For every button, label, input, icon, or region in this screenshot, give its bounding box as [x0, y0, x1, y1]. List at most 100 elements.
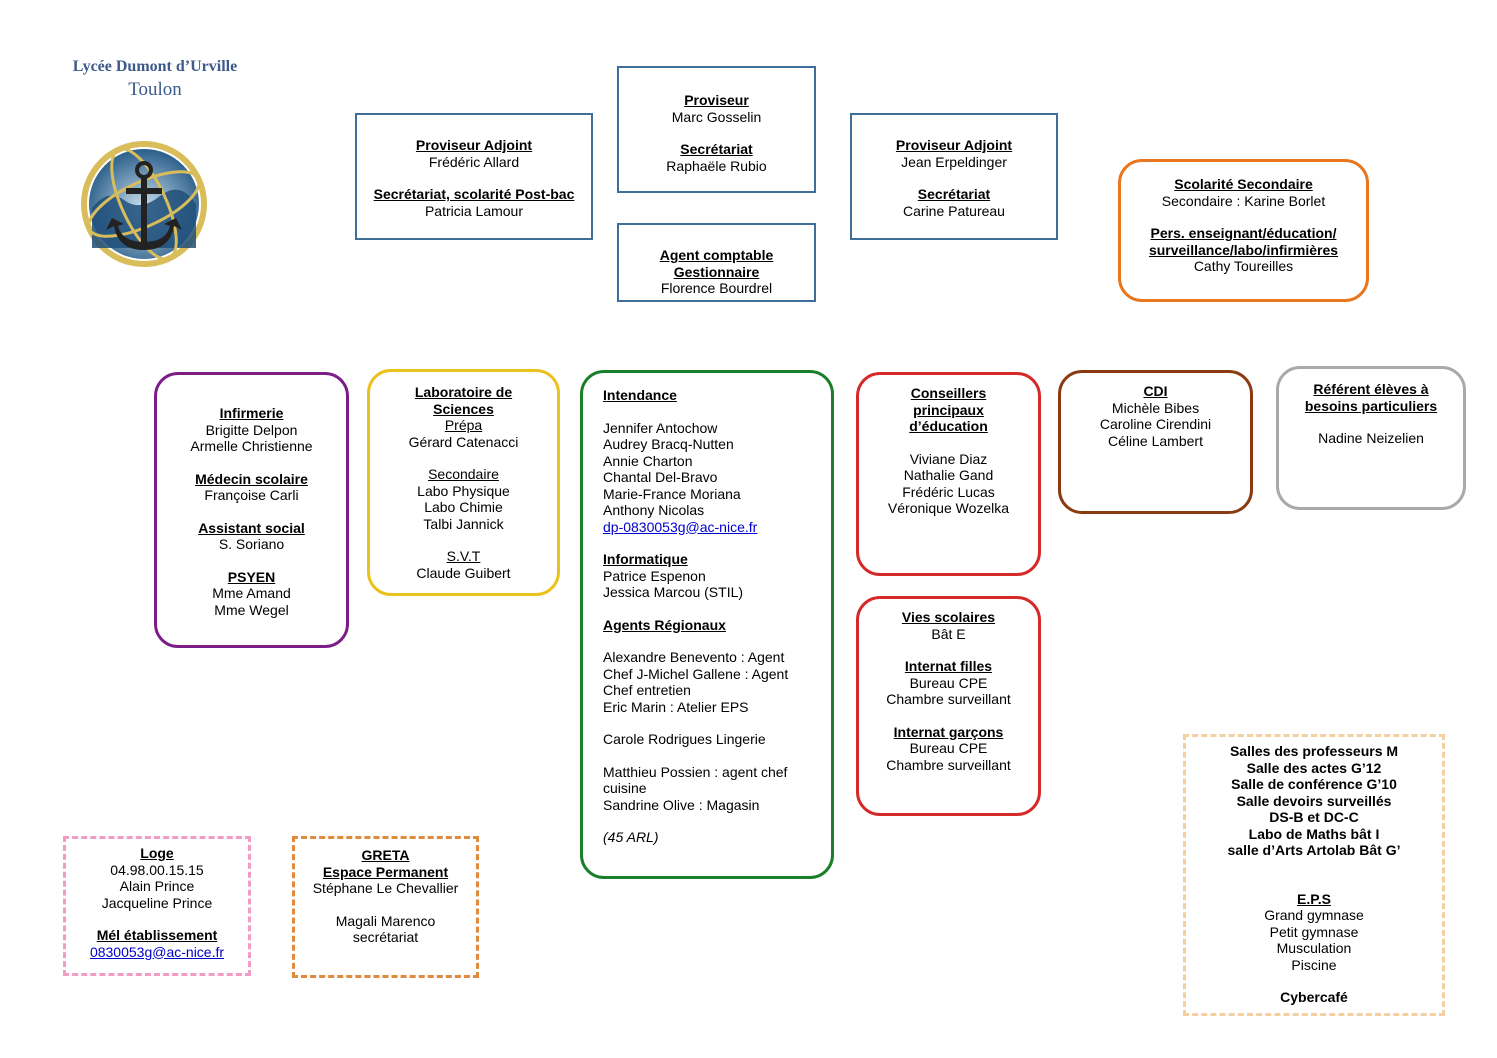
intendance-email-link[interactable]: dp-0830053g@ac-nice.fr: [603, 518, 758, 535]
adjoint-right-box: Proviseur Adjoint Jean Erpeldinger Secré…: [850, 113, 1058, 240]
greta-heading: GRETA: [361, 847, 410, 863]
intendance-name-6: Anthony Nicolas: [603, 502, 705, 518]
proviseur-secretariat-name: Raphaële Rubio: [666, 157, 767, 174]
etablissement-email-link[interactable]: 0830053g@ac-nice.fr: [89, 943, 225, 960]
infirmerie-name-1: Brigitte Delpon: [205, 421, 298, 438]
labo-physique: Labo Physique: [417, 482, 510, 499]
salle-line-6: Labo de Maths bât I: [1248, 825, 1380, 842]
cpe-name-4: Véronique Wozelka: [887, 500, 1010, 516]
arl-note: (45 ARL): [603, 829, 659, 845]
salle-line-1: Salles des professeurs M: [1229, 743, 1399, 759]
labo-chimie: Labo Chimie: [424, 499, 503, 515]
adjoint-right-secretariat-heading: Secrétariat: [917, 186, 991, 202]
eps-line-2: Petit gymnase: [1269, 923, 1359, 940]
cdi-heading: CDI: [1143, 383, 1168, 399]
informatique-heading: Informatique: [603, 551, 688, 567]
cpe-heading-line3: d’éducation: [909, 418, 988, 434]
svt-name: Claude Guibert: [416, 564, 511, 581]
cpe-name-3: Frédéric Lucas: [902, 483, 995, 500]
psyen-name-2: Mme Wegel: [214, 601, 289, 618]
intendance-box: Intendance Jennifer Antochow Audrey Brac…: [580, 370, 834, 879]
assistant-social-heading: Assistant social: [198, 519, 305, 536]
intendance-heading: Intendance: [603, 387, 677, 403]
salle-line-7: salle d’Arts Artolab Bât G’: [1227, 842, 1401, 858]
cpe-name-1: Viviane Diaz: [909, 450, 988, 467]
internat-garcons-line-2: Chambre surveillant: [886, 756, 1011, 773]
loge-box: Loge 04.98.00.15.15 Alain Prince Jacquel…: [63, 836, 251, 976]
adjoint-left-box: Proviseur Adjoint Frédéric Allard Secrét…: [355, 113, 593, 240]
agent-line-8: Sandrine Olive : Magasin: [603, 796, 760, 813]
adjoint-left-secretariat-name: Patricia Lamour: [424, 202, 524, 219]
assistant-social-name: S. Soriano: [218, 536, 285, 552]
anchor-logo-icon: [81, 141, 207, 267]
espace-permanent-heading: Espace Permanent: [322, 863, 449, 880]
cybercafe-label: Cybercafé: [1280, 989, 1348, 1005]
gestionnaire-heading: Gestionnaire: [673, 263, 760, 280]
psyen-name-1: Mme Amand: [212, 585, 291, 601]
cdi-box: CDI Michèle Bibes Caroline Cirendini Cél…: [1058, 370, 1253, 514]
prepa-heading: Prépa: [444, 417, 483, 433]
adjoint-left-heading: Proviseur Adjoint: [415, 137, 533, 153]
agent-comptable-box: Agent comptable Gestionnaire Florence Bo…: [617, 223, 816, 302]
referent-heading-line1: Référent élèves à: [1313, 381, 1429, 397]
laboratoire-heading-line1: Laboratoire de: [414, 384, 513, 400]
psyen-heading: PSYEN: [227, 568, 276, 585]
eps-line-3: Musculation: [1276, 940, 1352, 956]
svt-heading: S.V.T: [446, 548, 481, 564]
agent-comptable-heading: Agent comptable: [659, 247, 774, 263]
loge-name-2: Jacqueline Prince: [101, 894, 213, 911]
cdi-name-2: Caroline Cirendini: [1099, 416, 1212, 432]
salle-line-4: Salle devoirs surveillés: [1236, 792, 1392, 809]
cpe-box: Conseillers principaux d’éducation Vivia…: [856, 372, 1041, 576]
informatique-name-1: Patrice Espenon: [603, 567, 706, 584]
intendance-name-2: Audrey Bracq-Nutten: [603, 436, 734, 452]
agent-line-4: Eric Marin : Atelier EPS: [603, 698, 749, 715]
infirmerie-box: Infirmerie Brigitte Delpon Armelle Chris…: [154, 372, 349, 648]
proviseur-name: Marc Gosselin: [671, 108, 762, 125]
intendance-name-5: Marie-France Moriana: [603, 485, 741, 502]
adjoint-right-heading: Proviseur Adjoint: [895, 137, 1013, 153]
proviseur-secretariat-heading: Secrétariat: [680, 141, 753, 157]
greta-box: GRETA Espace Permanent Stéphane Le Cheva…: [292, 836, 479, 978]
adjoint-right-name: Jean Erpeldinger: [901, 153, 1007, 170]
internat-garcons-line-1: Bureau CPE: [909, 740, 988, 756]
cpe-heading-line1: Conseillers: [910, 385, 987, 401]
prepa-name: Gérard Catenacci: [408, 433, 519, 450]
salle-line-3: Salle de conférence G’10: [1231, 776, 1397, 792]
agent-line-6: Matthieu Possien : agent chef: [603, 763, 788, 780]
adjoint-left-name: Frédéric Allard: [428, 153, 520, 170]
informatique-name-2: Jessica Marcou (STIL): [603, 584, 744, 600]
salle-line-2: Salle des actes G’12: [1246, 759, 1382, 776]
vies-scolaires-box: Vies scolaires Bât E Internat filles Bur…: [856, 596, 1041, 816]
agent-comptable-name: Florence Bourdrel: [660, 280, 773, 296]
agent-line-2: Chef J-Michel Gallene : Agent: [603, 665, 789, 682]
proviseur-box: Proviseur Marc Gosselin Secrétariat Raph…: [617, 66, 816, 193]
greta-name-1: Stéphane Le Chevallier: [312, 880, 459, 896]
intendance-name-3: Annie Charton: [603, 452, 693, 469]
vies-scolaires-heading: Vies scolaires: [901, 609, 996, 625]
internat-garcons-heading: Internat garçons: [893, 723, 1004, 740]
vies-scolaires-building: Bât E: [931, 625, 966, 642]
referent-heading-line2: besoins particuliers: [1304, 397, 1438, 414]
loge-name-1: Alain Prince: [119, 878, 195, 894]
salle-line-5: DS-B et DC-C: [1269, 809, 1359, 825]
personnel-name: Cathy Toureilles: [1193, 258, 1294, 274]
medecin-name: Françoise Carli: [204, 487, 299, 503]
scolarite-heading: Scolarité Secondaire: [1174, 176, 1313, 192]
laboratoire-heading-line2: Sciences: [433, 400, 494, 417]
intendance-name-1: Jennifer Antochow: [603, 419, 718, 436]
cpe-heading-line2: principaux: [913, 401, 984, 418]
agent-line-7: cuisine: [603, 780, 647, 796]
cdi-name-3: Céline Lambert: [1108, 432, 1203, 449]
scolarite-box: Scolarité Secondaire Secondaire : Karine…: [1118, 159, 1369, 302]
personnel-heading-line1: Pers. enseignant/éducation/: [1150, 225, 1337, 241]
internat-filles-line-1: Bureau CPE: [909, 674, 988, 691]
referent-box: Référent élèves à besoins particuliers N…: [1276, 366, 1466, 510]
proviseur-heading: Proviseur: [684, 92, 749, 108]
loge-phone: 04.98.00.15.15: [110, 861, 204, 878]
referent-name: Nadine Neizelien: [1318, 430, 1424, 446]
scolarite-name: Secondaire : Karine Borlet: [1161, 192, 1326, 209]
agent-line-1: Alexandre Benevento : Agent: [603, 649, 785, 665]
intendance-name-4: Chantal Del-Bravo: [603, 469, 718, 485]
eps-line-1: Grand gymnase: [1264, 907, 1364, 923]
